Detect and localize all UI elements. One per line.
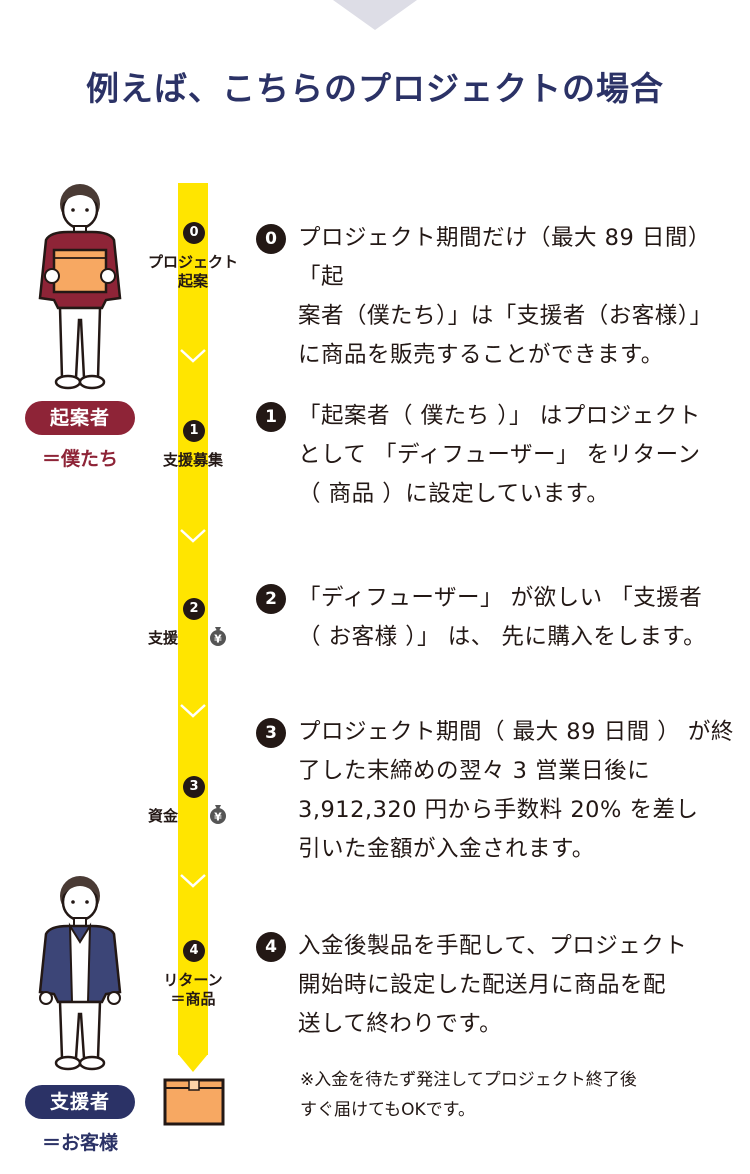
desc-step-2: 「ディフューザー」 が欲しい 「支援者 （ お客様 ）」 は、 先に購入をします… — [298, 579, 736, 657]
supporter-person-illustration — [38, 876, 122, 1071]
step-label: 支援募集 — [162, 451, 223, 469]
step-label: プロジェクト 起案 — [133, 253, 253, 291]
desc-line: として 「ディフューザー」 をリターン — [298, 442, 701, 468]
step-label: 資金 — [147, 807, 178, 825]
desc-step-4: 入金後製品を手配して、プロジェクト 開始時に設定した配送月に商品を配 送して終わ… — [298, 927, 736, 1044]
supporter-sub-label: ＝お客様 — [41, 1132, 118, 1154]
supporter-badge: 支援者 — [25, 1085, 135, 1119]
yen-symbol: ¥ — [214, 811, 222, 824]
money-bag-icon: ¥ — [210, 805, 226, 824]
desc-line: 送して終わりです。 — [298, 1011, 503, 1037]
desc-line: 「ディフューザー」 が欲しい 「支援者 — [298, 585, 703, 611]
desc-line: 3,912,320 円から手数料 20% を差し — [298, 797, 699, 823]
step-number: 4 — [183, 940, 205, 962]
step-label-line: ＝商品 — [170, 990, 216, 1008]
step-label-line: リターン — [163, 971, 223, 989]
step-label: 支援 — [147, 629, 178, 647]
desc-number: 4 — [256, 932, 286, 962]
desc-line: プロジェクト期間（ 最大 89 日間 ） が終 — [298, 719, 734, 745]
desc-number: 0 — [256, 224, 286, 254]
desc-line: （ お客様 ）」 は、 先に購入をします。 — [298, 624, 707, 650]
creator-sub-label: ＝僕たち — [41, 448, 118, 470]
step-label: リターン ＝商品 — [133, 971, 253, 1009]
desc-line: プロジェクト期間だけ（最大 89 日間）「起 — [298, 225, 711, 290]
creator-person-illustration — [38, 184, 122, 390]
step-number: 3 — [183, 776, 205, 798]
desc-line: 了した末締めの翌々 3 営業日後に — [298, 758, 651, 784]
chevron-down-icon — [180, 874, 206, 888]
desc-line: 「起案者（ 僕たち ）」 はプロジェクト — [298, 403, 701, 429]
flow-arrow-tip — [178, 1054, 208, 1072]
page-title: 例えば、こちらのプロジェクトの場合 — [86, 69, 664, 108]
desc-step-1: 「起案者（ 僕たち ）」 はプロジェクト として 「ディフューザー」 をリターン… — [298, 397, 736, 514]
money-bag-icon: ¥ — [210, 627, 226, 646]
creator-badge: 起案者 — [25, 401, 135, 435]
desc-number: 1 — [256, 402, 286, 432]
step-label-line: プロジェクト — [147, 253, 238, 271]
yen-symbol: ¥ — [214, 633, 222, 646]
desc-number: 3 — [256, 718, 286, 748]
desc-line: 案者（僕たち）」は「支援者（お客様）」 — [298, 303, 713, 329]
desc-step-3: プロジェクト期間（ 最大 89 日間 ） が終 了した末締めの翌々 3 営業日後… — [298, 713, 736, 869]
desc-line: 入金後製品を手配して、プロジェクト — [298, 933, 688, 959]
step-label-line: 起案 — [177, 272, 208, 290]
chevron-down-icon — [180, 704, 206, 718]
chevron-down-icon — [180, 349, 206, 363]
desc-step-0: プロジェクト期間だけ（最大 89 日間）「起 案者（僕たち）」は「支援者（お客様… — [298, 219, 736, 375]
footnote-line: ※入金を待たず発注してプロジェクト終了後 — [300, 1070, 637, 1090]
chevron-down-icon — [180, 529, 206, 543]
step-number: 2 — [183, 598, 205, 620]
footnote: ※入金を待たず発注してプロジェクト終了後 すぐ届けてもOKです。 — [300, 1065, 730, 1125]
product-box-icon — [163, 1078, 225, 1126]
desc-line: 引いた金額が入金されます。 — [298, 836, 595, 862]
desc-line: （ 商品 ）に設定しています。 — [298, 481, 610, 507]
down-arrow-icon — [333, 0, 417, 30]
desc-line: に商品を販売することができます。 — [298, 342, 664, 368]
desc-number: 2 — [256, 584, 286, 614]
footnote-line: すぐ届けてもOKです。 — [300, 1100, 475, 1120]
desc-line: 開始時に設定した配送月に商品を配 — [298, 972, 667, 998]
step-number: 0 — [183, 222, 205, 244]
step-number: 1 — [183, 420, 205, 442]
